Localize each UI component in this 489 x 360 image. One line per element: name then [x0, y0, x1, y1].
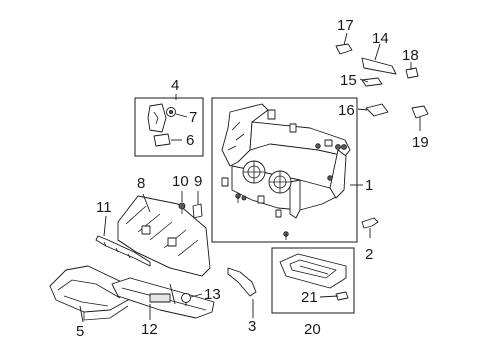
part-21-clip — [335, 291, 349, 301]
part-8-absorber — [117, 195, 211, 277]
callout-17: 17 — [337, 17, 354, 34]
callout-6: 6 — [186, 132, 194, 149]
part-4-bracket — [147, 103, 167, 133]
callout-1: 1 — [365, 177, 373, 194]
callout-20: 20 — [304, 321, 321, 338]
part-10-bolt — [178, 202, 186, 210]
part-19-piece — [411, 105, 429, 119]
callout-16: 16 — [338, 102, 355, 119]
part-13-pushclip — [181, 293, 191, 303]
part-14-strip — [361, 57, 397, 75]
callout-11: 11 — [96, 199, 112, 216]
callout-2: 2 — [365, 246, 373, 263]
part-17-piece — [335, 43, 353, 55]
part-18-piece — [405, 67, 419, 79]
part-15-piece — [361, 77, 383, 87]
callout-13: 13 — [204, 286, 221, 303]
part-20-splash-shield — [279, 253, 347, 289]
callout-15: 15 — [340, 72, 357, 89]
bracket-group-box — [134, 97, 204, 157]
part-9-clip — [192, 203, 203, 219]
part-16-piece — [365, 103, 389, 117]
callout-18: 18 — [402, 47, 419, 64]
callout-21: 21 — [301, 289, 318, 306]
part-5-deflector — [49, 265, 131, 321]
radiator-support — [221, 103, 351, 240]
callout-12: 12 — [141, 321, 158, 338]
radiator-support-box — [211, 97, 358, 243]
callout-7: 7 — [189, 109, 197, 126]
part-6-pad — [153, 133, 171, 147]
callout-3: 3 — [248, 318, 256, 335]
callout-10: 10 — [172, 173, 189, 190]
part-12-shield — [111, 277, 215, 319]
callout-4: 4 — [171, 77, 179, 94]
shield-group-box — [271, 247, 355, 314]
part-3-bracket — [227, 267, 257, 297]
callout-14: 14 — [372, 30, 389, 47]
callout-5: 5 — [76, 323, 84, 340]
callout-19: 19 — [412, 134, 429, 151]
part-2-clip — [361, 217, 379, 229]
callout-9: 9 — [194, 173, 202, 190]
part-11-strip — [95, 235, 151, 267]
callout-8: 8 — [137, 175, 145, 192]
